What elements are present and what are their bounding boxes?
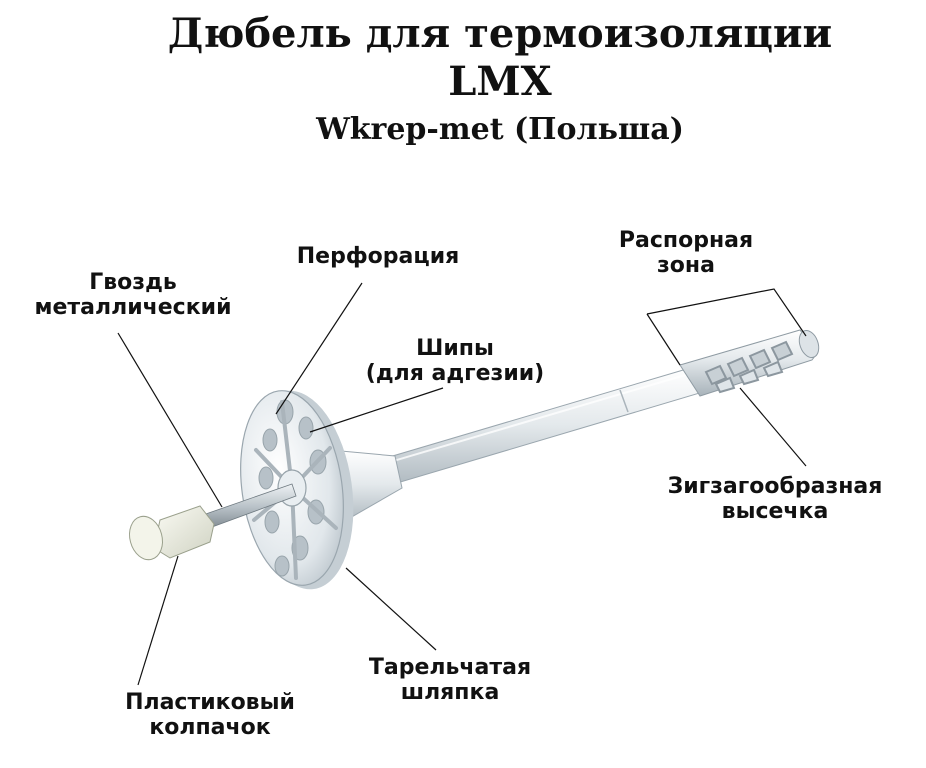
label-zigzag-notch-line-1: Зигзагообразная (667, 474, 883, 499)
label-plastic-cap-line-1: Пластиковый (125, 690, 295, 715)
label-spreading-zone: Распорная зона (606, 228, 766, 278)
plate-head-part (240, 390, 354, 590)
label-plate-head: Тарельчатая шляпка (360, 655, 540, 705)
plastic-cap-part (129, 505, 215, 561)
label-plastic-cap-line-2: колпачок (149, 715, 271, 740)
label-spikes: Шипы (для адгезии) (360, 336, 550, 386)
label-metal-nail-line-1: Гвоздь (89, 270, 177, 295)
label-perforation-line-1: Перфорация (296, 244, 460, 269)
label-spreading-zone-line-2: зона (657, 253, 715, 278)
title-line-1: Дюбель для термоизоляции (167, 10, 833, 57)
label-metal-nail: Гвоздь металлический (28, 270, 238, 320)
label-perforation: Перфорация (288, 244, 468, 269)
label-plate-head-line-2: шляпка (400, 680, 500, 705)
label-spikes-line-1: Шипы (416, 336, 494, 361)
label-spikes-line-2: (для адгезии) (365, 361, 545, 386)
leader-lines (117, 282, 807, 686)
subtitle: Wkrep-met (Польша) (316, 112, 684, 147)
label-zigzag-notch: Зигзагообразная высечка (650, 474, 900, 524)
title-line-2: LMX (448, 58, 552, 105)
label-zigzag-notch-line-2: высечка (721, 499, 829, 524)
label-plastic-cap: Пластиковый колпачок (100, 690, 320, 740)
label-spreading-zone-line-1: Распорная (618, 228, 754, 253)
label-metal-nail-line-2: металлический (34, 295, 232, 320)
spreading-zone-part (679, 329, 820, 397)
label-plate-head-line-1: Тарельчатая (368, 655, 532, 680)
